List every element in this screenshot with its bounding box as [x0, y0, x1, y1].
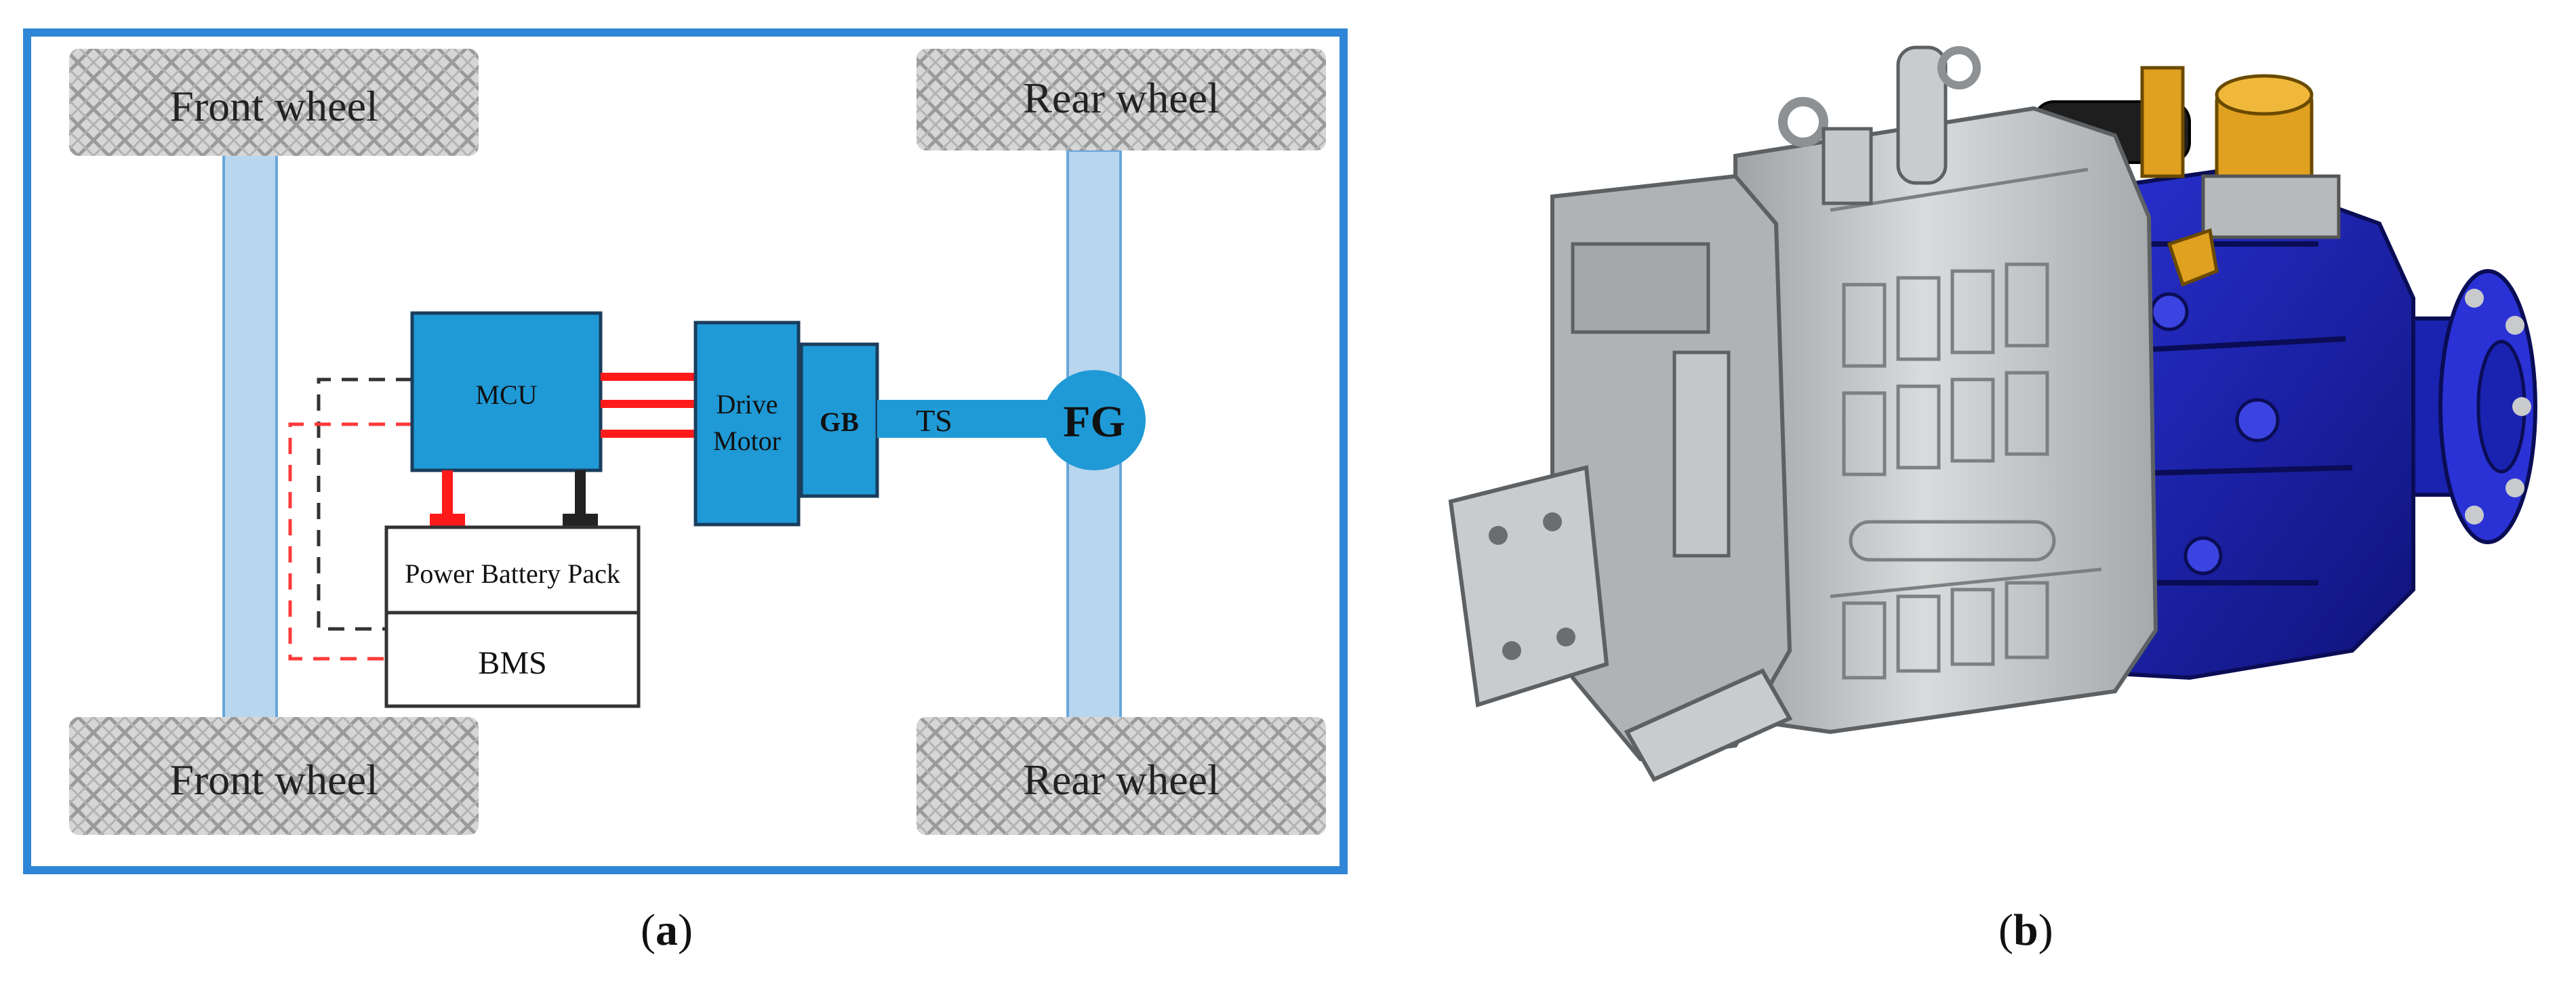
bms-box: [384, 611, 641, 708]
rear-wheel-bottom: Rear wheel: [917, 717, 1326, 835]
caption-b-close: ): [2038, 905, 2053, 955]
signal-line-black-dashed: [317, 377, 412, 631]
shift-actuator: [2032, 66, 2341, 287]
final-gear-label: FG: [1063, 397, 1125, 447]
front-wheel-bottom-label: Front wheel: [169, 756, 378, 804]
final-gear-circle: [1043, 370, 1146, 470]
transmission-shaft: [877, 400, 1068, 438]
caption-a: (a): [641, 905, 693, 956]
motor-end-cover: [1448, 173, 1793, 782]
signal-line-red-dashed: [288, 422, 412, 661]
caption-b-open: (: [1998, 905, 2013, 955]
mcu-label: MCU: [475, 380, 537, 410]
transmission-shaft-label: TS: [916, 403, 952, 438]
drive-motor-label-1: Drive: [716, 389, 778, 420]
caption-a-open: (: [641, 905, 656, 955]
black-terminal: [563, 514, 598, 529]
front-wheel-top: Front wheel: [69, 49, 479, 156]
caption-b-letter: b: [2013, 905, 2038, 955]
caption-a-letter: a: [655, 905, 678, 955]
motor-housing: [1733, 45, 2158, 735]
rear-wheel-bottom-label: Rear wheel: [1023, 756, 1220, 804]
panel-a-diagram: Front wheel Front wheel Rear wheel Rear …: [23, 28, 1348, 874]
battery-pack-box: [384, 525, 641, 615]
gearbox-label: GB: [820, 407, 859, 437]
rear-wheel-top-label: Rear wheel: [1023, 74, 1220, 122]
red-terminal: [430, 514, 465, 529]
caption-b: (b): [1998, 905, 2053, 956]
drive-motor-box: [693, 321, 801, 527]
drive-motor-label-2: Motor: [713, 426, 781, 456]
front-wheel-bottom: Front wheel: [69, 717, 479, 835]
rear-wheel-top: Rear wheel: [917, 49, 1326, 150]
battery-pack-label: Power Battery Pack: [405, 558, 620, 589]
front-axle: [222, 149, 278, 721]
panel-b-motor-illustration: [1448, 45, 2537, 782]
front-wheel-top-label: Front wheel: [169, 82, 378, 130]
mcu-box: [410, 311, 603, 472]
caption-a-close: ): [677, 905, 693, 955]
bms-label: BMS: [478, 645, 546, 681]
